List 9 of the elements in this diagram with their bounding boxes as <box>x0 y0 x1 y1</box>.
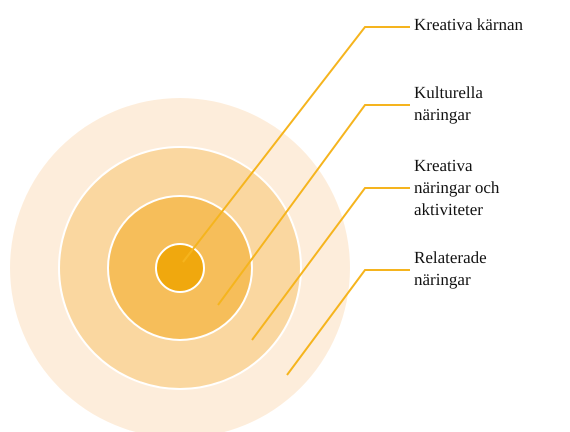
leader-line <box>286 269 410 376</box>
leader-line <box>251 187 410 341</box>
callout-label: Kulturella näringar <box>414 82 532 126</box>
callout-label: Relaterade näringar <box>414 247 532 291</box>
leader-line <box>182 26 410 263</box>
callout-label: Kreativa näringar och aktiviteter <box>414 155 532 221</box>
circle <box>155 243 205 293</box>
leader-line <box>217 104 410 306</box>
callout-label: Kreativa kärnan <box>414 14 532 36</box>
